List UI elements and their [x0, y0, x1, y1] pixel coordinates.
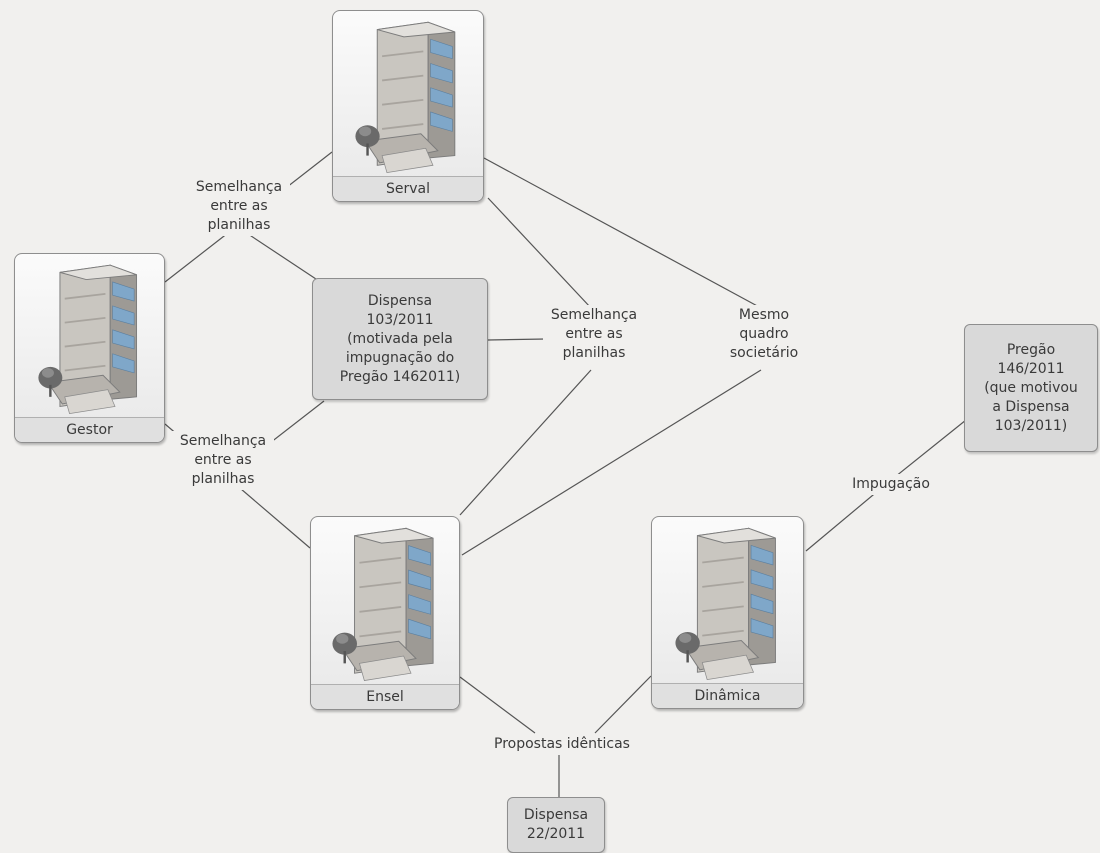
edge-label-gestor-ensel: Semelhança entre as planilhas [172, 431, 274, 490]
edge-dinamica-impugacao [805, 484, 886, 552]
edge-serval-mesmo [483, 157, 762, 309]
node-serval[interactable]: Serval [332, 10, 484, 202]
edge-dinamica-propostas [594, 675, 652, 734]
building-icon [15, 258, 164, 416]
edge-ensel-propostas [459, 676, 536, 734]
node-label-gestor: Gestor [15, 417, 164, 442]
edge-label-impugacao: Impugação [838, 474, 944, 495]
node-gestor[interactable]: Gestor [14, 253, 165, 443]
edge-middle-ensel [459, 369, 592, 516]
edge-label-middle: Semelhança entre as planilhas [543, 305, 645, 364]
edge-label-gestor-serval: Semelhança entre as planilhas [188, 177, 290, 236]
edge-serval-middle [487, 197, 592, 309]
edge-label-mesmo-quadro: Mesmo quadro societário [717, 305, 811, 364]
edge-dispensa-middle [487, 338, 547, 341]
box-dispensa-22[interactable]: Dispensa 22/2011 [507, 797, 605, 853]
box-dispensa-103[interactable]: Dispensa 103/2011 (motivada pela impugna… [312, 278, 488, 400]
node-dinamica[interactable]: Dinâmica [651, 516, 804, 709]
node-ensel[interactable]: Ensel [310, 516, 460, 710]
building-icon [652, 521, 803, 682]
node-label-ensel: Ensel [311, 684, 459, 709]
edge-label-propostas: Propostas idênticas [467, 734, 657, 755]
node-label-dinamica: Dinâmica [652, 683, 803, 708]
building-icon [311, 521, 459, 683]
building-icon [333, 15, 483, 175]
node-label-serval: Serval [333, 176, 483, 201]
edge-mesmo-ensel [461, 369, 762, 556]
box-pregao-146[interactable]: Pregão 146/2011 (que motivou a Dispensa … [964, 324, 1098, 452]
